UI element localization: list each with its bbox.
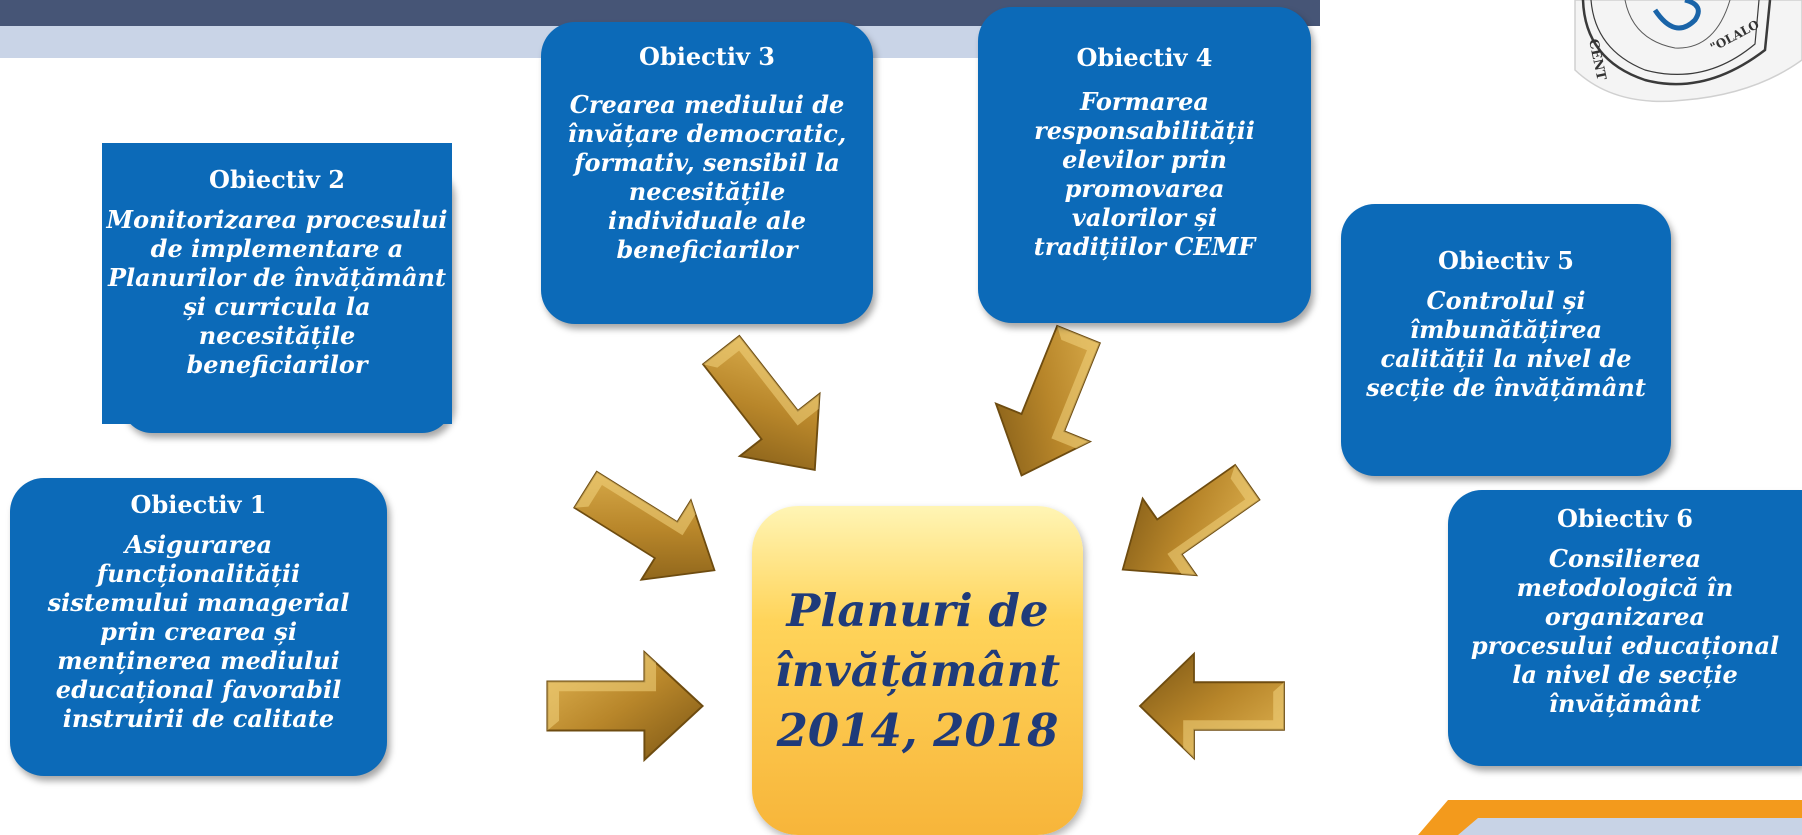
objective-3-title: Obiectiv 3: [639, 42, 775, 71]
objective-2-line: și curricula la: [183, 292, 371, 321]
objective-4-line: valorilor și: [1071, 203, 1218, 232]
objective-3-line: beneficiarilor: [616, 235, 798, 264]
central-line: învățământ: [774, 643, 1061, 697]
objective-3-line: formativ, sensibil la: [574, 148, 840, 177]
objective-5-box: Obiectiv 5 Controlul și îmbunătățirea ca…: [1341, 204, 1671, 476]
central-line: 2014, 2018: [776, 703, 1059, 757]
objective-1-box: Obiectiv 1 Asigurarea funcționalității s…: [10, 478, 387, 776]
objective-1-line: prin crearea și: [100, 617, 297, 646]
objective-4-line: elevilor prin: [1062, 145, 1227, 174]
objective-4-title: Obiectiv 4: [1076, 43, 1213, 72]
arrow-obj4: [973, 314, 1127, 496]
objective-6-line: metodologică în: [1516, 573, 1734, 602]
objective-1-line: Asigurarea: [124, 530, 273, 559]
arrow-obj1: [546, 651, 704, 761]
objective-4-box: Obiectiv 4 Formarea responsabilității el…: [978, 7, 1311, 323]
objective-3-box: Obiectiv 3 Crearea mediului de învățare …: [541, 22, 873, 324]
objective-5-line: secție de învățământ: [1366, 373, 1646, 402]
objective-4-line: Formarea: [1080, 87, 1209, 116]
objective-6-line: învățământ: [1548, 689, 1702, 718]
objective-6-line: la nivel de secție: [1512, 660, 1738, 689]
objective-2-line: Monitorizarea procesului: [106, 205, 448, 234]
objective-3-line: învățare democratic,: [567, 119, 847, 148]
objective-2-title: Obiectiv 2: [209, 165, 345, 194]
orange-accent-tab: [1418, 800, 1802, 835]
central-plan-box: Planuri de învățământ 2014, 2018: [752, 506, 1083, 835]
arrow-obj3: [680, 318, 856, 502]
objective-4-line: tradițiilor CEMF: [1033, 232, 1256, 261]
objective-6-title: Obiectiv 6: [1557, 504, 1693, 533]
central-line: Planuri de: [786, 583, 1049, 637]
objective-2-line: necesitățile: [198, 321, 356, 350]
objective-1-line: instruirii de calitate: [62, 704, 335, 733]
objective-1-line: funcționalității: [96, 559, 301, 588]
objective-5-title: Obiectiv 5: [1438, 246, 1574, 275]
objective-4-line: responsabilității: [1034, 116, 1255, 145]
objective-3-line: individuale ale: [608, 206, 806, 235]
objective-1-title: Obiectiv 1: [130, 490, 267, 519]
objective-6-box: Obiectiv 6 Consilierea metodologică în o…: [1448, 490, 1802, 766]
objective-6-line: procesului educațional: [1470, 631, 1780, 660]
objective-2-line: beneficiarilor: [186, 350, 368, 379]
objective-4-line: promovarea: [1064, 174, 1225, 203]
arrow-obj2: [559, 449, 741, 611]
objective-2-box: Obiectiv 2 Monitorizarea procesului de i…: [102, 143, 452, 433]
objective-3-line: necesitățile: [628, 177, 786, 206]
objective-2-line: Planurilor de învățământ: [107, 263, 447, 292]
objective-1-line: sistemului managerial: [47, 588, 350, 617]
objective-5-line: Controlul și: [1426, 286, 1586, 315]
objective-6-line: organizarea: [1544, 602, 1706, 631]
arrow-obj6: [1139, 652, 1285, 760]
arrow-obj5: [1095, 443, 1275, 609]
institution-logo: CENT "OLALO: [1574, 0, 1802, 103]
objective-2-line: de implementare a: [150, 234, 404, 263]
objective-5-line: calității la nivel de: [1380, 344, 1632, 373]
objective-5-line: îmbunătățirea: [1409, 315, 1603, 344]
objective-1-line: educațional favorabil: [55, 675, 342, 704]
objective-3-line: Crearea mediului de: [569, 90, 845, 119]
objective-6-line: Consilierea: [1548, 544, 1702, 573]
objective-1-line: menținerea mediului: [57, 646, 340, 675]
objective-2-front: Obiectiv 2 Monitorizarea procesului de i…: [102, 143, 452, 424]
